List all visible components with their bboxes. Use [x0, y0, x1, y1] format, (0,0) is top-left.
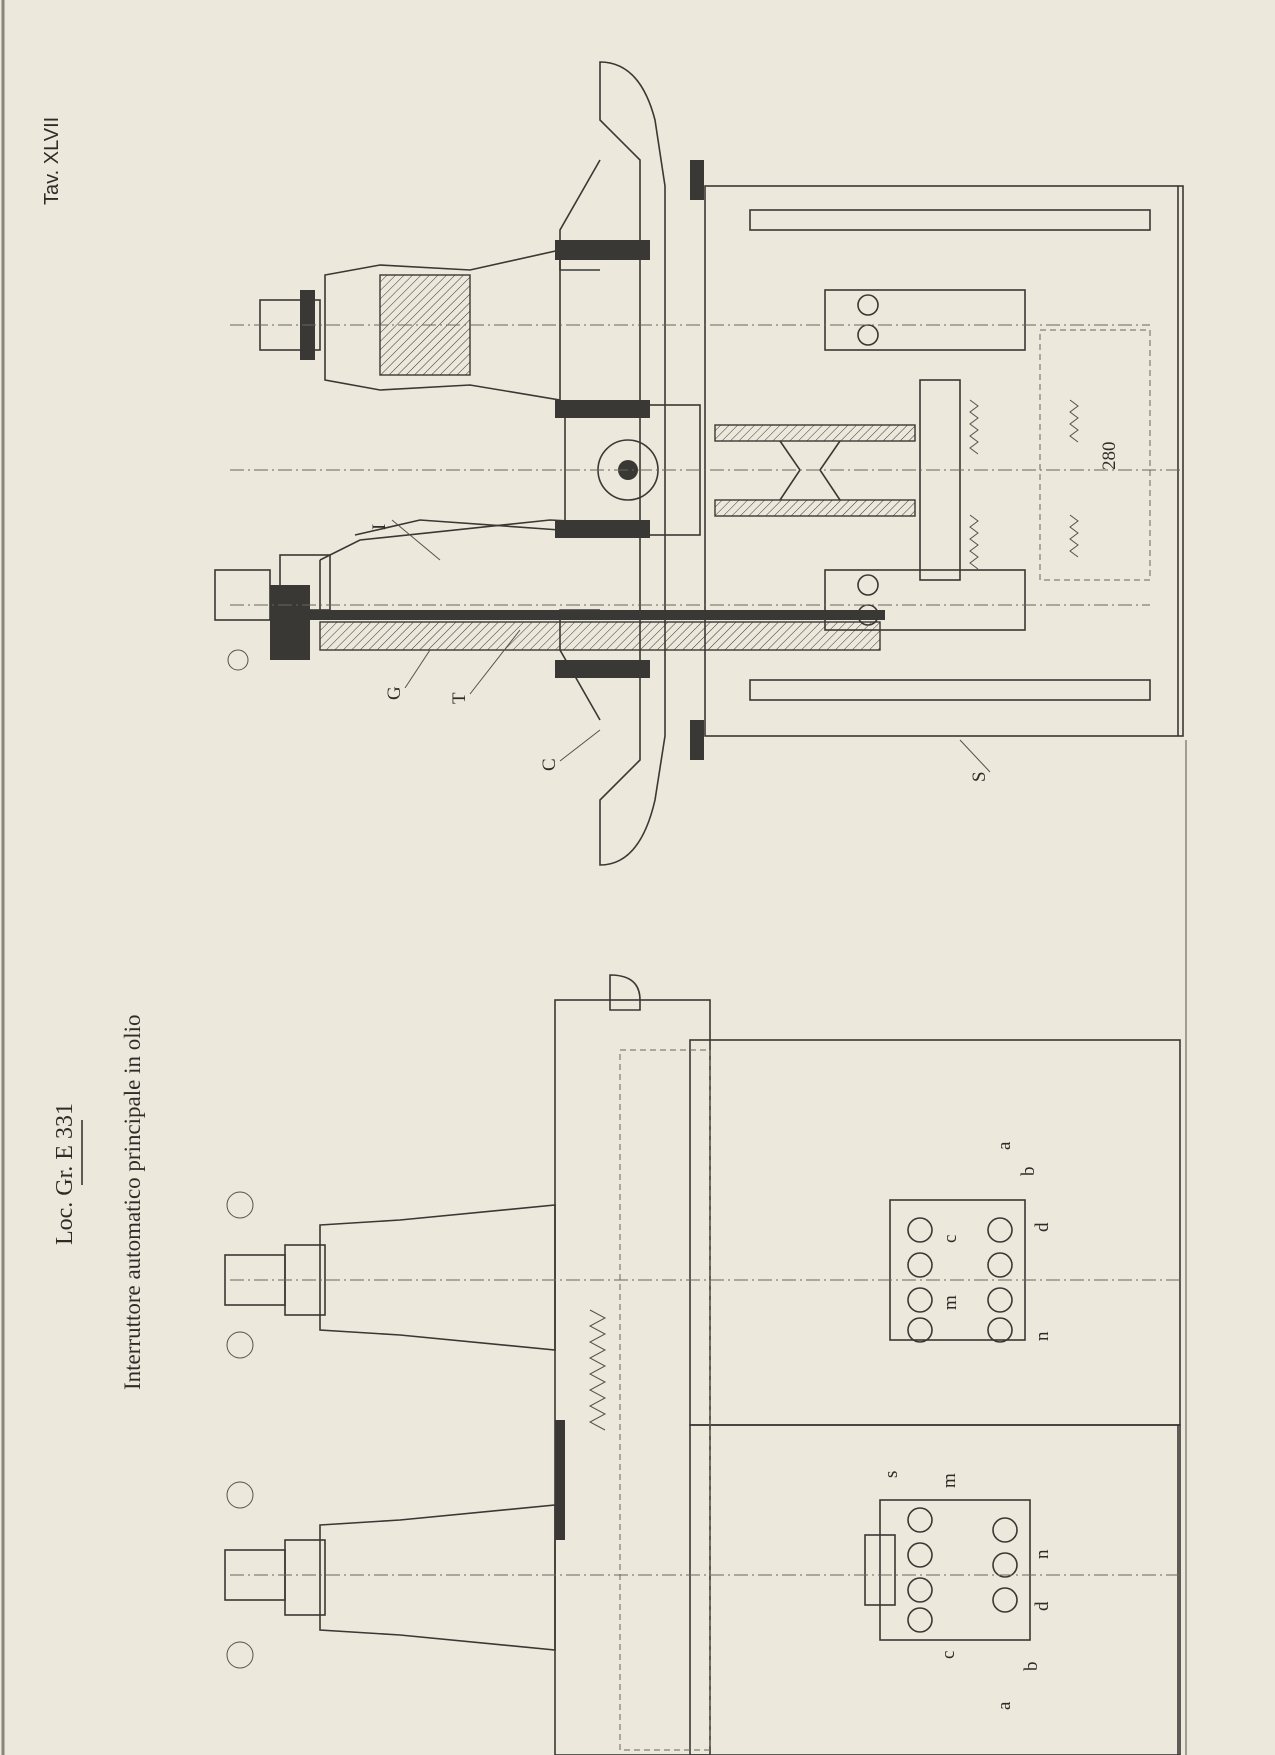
dimension-280: 280 — [1099, 442, 1120, 471]
label-C: C — [539, 758, 560, 771]
front-view — [224, 974, 1181, 1755]
label-c: c — [940, 1235, 961, 1243]
label-a: a — [994, 1141, 1015, 1150]
label-m: m — [939, 1473, 960, 1488]
label-a: a — [994, 1701, 1015, 1710]
label-d: d — [1032, 1222, 1053, 1232]
label-n: n — [1032, 1331, 1053, 1341]
plate-number: Tav. XLVII — [41, 117, 63, 205]
label-I: I — [369, 524, 390, 530]
drawing-title: Interruttore automatico principale in ol… — [120, 1014, 145, 1390]
label-G: G — [384, 686, 405, 700]
label-n: n — [1032, 1549, 1053, 1559]
locomotive-series: Loc. Gr. E 331 — [52, 1103, 78, 1245]
section-view — [214, 61, 1184, 866]
label-c: c — [938, 1651, 959, 1659]
label-m: m — [940, 1295, 961, 1310]
label-T: T — [449, 692, 470, 704]
label-b: b — [1018, 1167, 1039, 1177]
label-s: s — [881, 1471, 902, 1478]
label-S: S — [969, 771, 990, 782]
front-view-labels: a b c d m n s m n d c b a — [881, 1141, 1053, 1710]
label-b: b — [1021, 1662, 1042, 1672]
label-d: d — [1032, 1601, 1053, 1611]
